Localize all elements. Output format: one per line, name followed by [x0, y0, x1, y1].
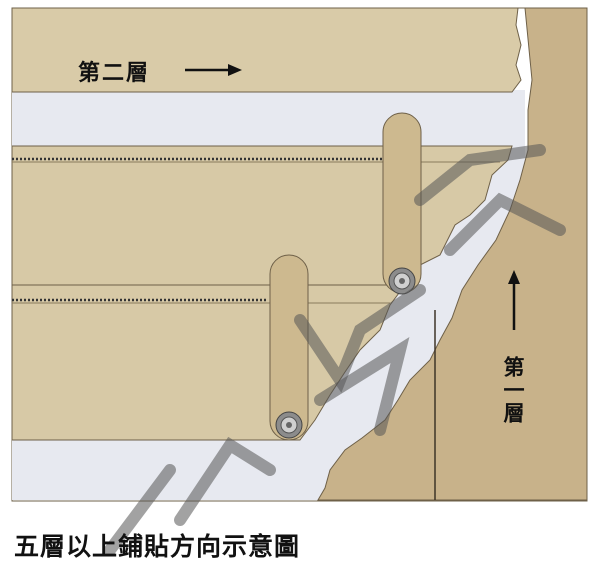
- arrow-up-icon: [508, 270, 520, 330]
- diagram-caption: 五層以上鋪貼方向示意圖: [14, 532, 301, 561]
- arrow-right-icon: [185, 64, 242, 76]
- upper-nail-strip: [382, 112, 422, 294]
- nail-icon: [388, 267, 416, 295]
- second-layer-label: 第二層: [78, 61, 151, 86]
- top-shingle-board: [11, 7, 522, 93]
- first-layer-label: 第一層: [501, 356, 525, 425]
- nail-icon: [275, 411, 303, 439]
